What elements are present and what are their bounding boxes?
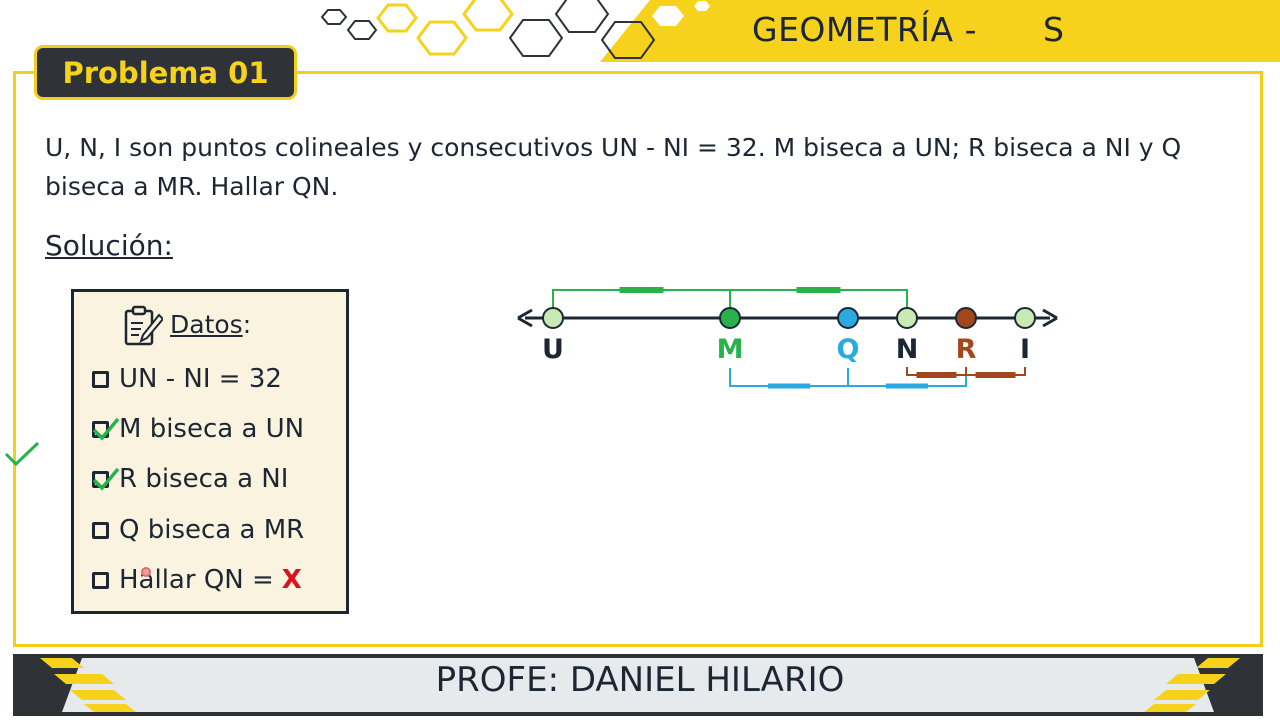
- problem-label: Problema 01: [34, 45, 297, 100]
- point-r: [955, 307, 977, 329]
- point-label-n: N: [896, 334, 919, 365]
- footer-panel: [62, 658, 1214, 712]
- clipboard-pencil-icon: [124, 305, 163, 346]
- checkbox-checked-icon: [92, 417, 120, 441]
- cursor-pointer-dot: [141, 567, 151, 577]
- dato-item-5: Hallar QN = X: [92, 565, 302, 595]
- stripes-decoration-left: [40, 658, 136, 712]
- point-i: [1014, 307, 1036, 329]
- arrow-right-icon: [1042, 308, 1058, 328]
- header-title: GEOMETRÍA - S: [752, 10, 1065, 49]
- point-label-i: I: [1020, 334, 1030, 365]
- point-label-q: Q: [837, 334, 860, 365]
- point-label-m: M: [717, 334, 744, 365]
- checkbox-icon: [92, 521, 109, 539]
- problem-label-text: Problema 01: [62, 55, 269, 90]
- unknown-x: X: [281, 565, 302, 595]
- solution-heading: Solución:: [45, 229, 173, 262]
- point-q: [837, 307, 859, 329]
- checkbox-checked-icon: [92, 467, 120, 491]
- point-label-r: R: [956, 334, 977, 365]
- dato-item-2: M biseca a UN: [92, 414, 304, 444]
- dato-item-3: R biseca a NI: [92, 464, 288, 494]
- stripes-decoration-right: [1144, 658, 1240, 712]
- arrow-left-icon: [517, 308, 533, 328]
- point-label-u: U: [542, 334, 564, 365]
- checkbox-icon: [92, 370, 109, 388]
- dato-item-4: Q biseca a MR: [92, 515, 304, 545]
- checkmark-icon: [4, 441, 40, 467]
- header-band: [600, 0, 1280, 62]
- point-n: [896, 307, 918, 329]
- datos-title: Datos:: [170, 310, 252, 339]
- hexagon-decoration: [320, 0, 710, 59]
- checkbox-icon: [92, 571, 109, 589]
- dato-item-1: UN - NI = 32: [92, 364, 282, 394]
- teacher-name: PROFE: DANIEL HILARIO: [435, 660, 845, 700]
- problem-statement: U, N, I son puntos colineales y consecut…: [45, 133, 1182, 201]
- datos-box: [71, 289, 349, 614]
- point-m: [719, 307, 741, 329]
- point-u: [542, 307, 564, 329]
